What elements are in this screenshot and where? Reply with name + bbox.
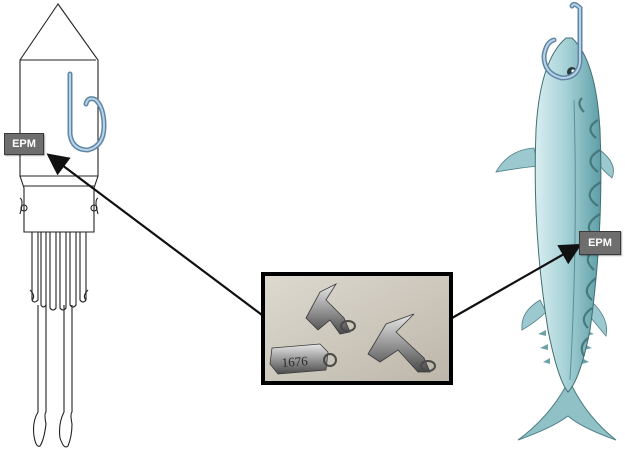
squid-drawing xyxy=(20,4,98,447)
hook-icon-squid xyxy=(70,74,104,150)
epm-tag-squid: EPM xyxy=(4,133,44,155)
epm-tag-fish: EPM xyxy=(579,231,621,255)
tag-photo: 1676 xyxy=(261,272,453,385)
tag-number-label: 1676 xyxy=(281,353,308,370)
arrow-to-squid-tag xyxy=(50,156,262,315)
